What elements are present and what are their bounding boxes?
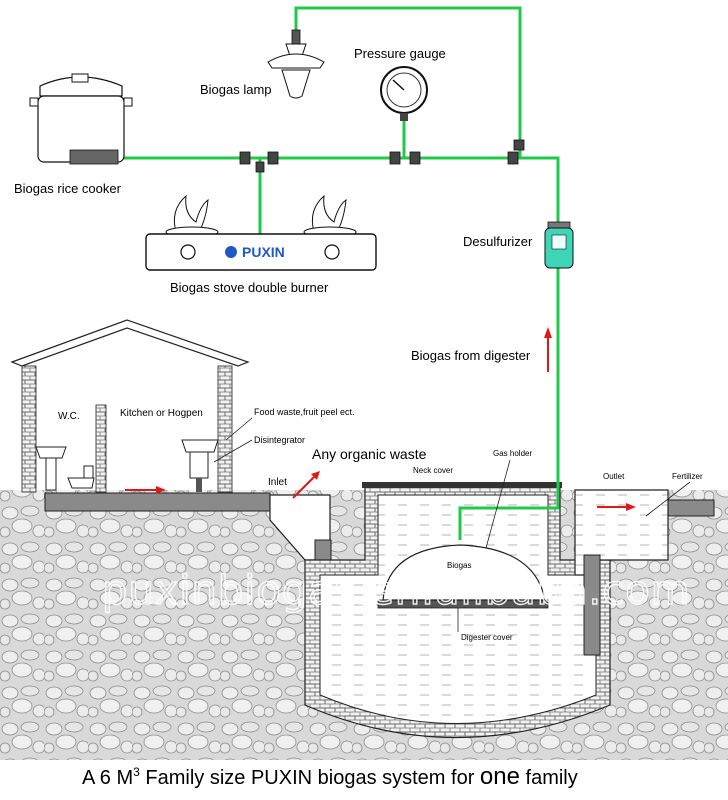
- caption-suffix: family: [520, 767, 578, 789]
- label-outlet: Outlet: [603, 472, 625, 481]
- outlet-pipe: [583, 554, 601, 656]
- flow-arrow-inlet: [292, 471, 320, 499]
- label-gas-holder: Gas holder: [493, 449, 532, 458]
- watermark-text: puxinbiogas.en.alibaba.com: [102, 568, 691, 614]
- double-burner-stove-icon: [145, 194, 377, 271]
- caption: A 6 M3 Family size PUXIN biogas system f…: [82, 763, 578, 790]
- label-pressure-gauge: Pressure gauge: [354, 46, 446, 61]
- pipe-fittings: [239, 139, 525, 173]
- label-neck-cover: Neck cover: [413, 466, 453, 475]
- neck-cover-slab: [362, 482, 562, 488]
- label-wc: W.C.: [58, 411, 80, 422]
- flow-arrow-outlet: [597, 503, 636, 511]
- label-inlet: Inlet: [268, 477, 287, 488]
- label-kitchen: Kitchen or Hogpen: [120, 408, 203, 419]
- caption-prefix: A 6 M: [82, 767, 133, 789]
- sink-icon: [35, 446, 67, 491]
- label-stove: Biogas stove double burner: [170, 280, 329, 295]
- label-biogas: Biogas: [447, 561, 471, 570]
- desulfurizer-icon: [544, 221, 574, 269]
- pressure-gauge-icon: [380, 66, 428, 121]
- leader-lines: [213, 417, 691, 632]
- toilet-icon: [67, 465, 95, 489]
- stove-brand-label: PUXIN: [242, 244, 285, 260]
- label-fertilizer: Fertilizer: [672, 472, 703, 481]
- ground-slab: [44, 492, 271, 512]
- label-disintegrator: Disintegrator: [254, 435, 305, 445]
- rice-cooker-icon: [29, 73, 133, 165]
- caption-middle: Family size PUXIN biogas system for: [140, 767, 480, 789]
- caption-superscript: 3: [133, 765, 140, 779]
- label-food-waste: Food waste,fruit peel ect.: [254, 407, 355, 417]
- caption-emphasis: one: [480, 763, 520, 790]
- label-rice-cooker: Biogas rice cooker: [14, 181, 122, 196]
- outlet-ground-slab: [663, 499, 715, 517]
- label-biogas-from-digester: Biogas from digester: [411, 348, 531, 363]
- label-biogas-lamp: Biogas lamp: [200, 82, 272, 97]
- house-icon: [10, 319, 250, 493]
- gas-holder-dome: [382, 544, 546, 601]
- label-digester-cover: Digester cover: [461, 633, 513, 642]
- hanging-lamp-icon: [267, 29, 325, 99]
- label-desulfurizer: Desulfurizer: [463, 234, 533, 249]
- flow-arrow-house: [125, 486, 166, 494]
- label-organic-waste: Any organic waste: [312, 446, 427, 462]
- flow-arrow-biogas-up: [544, 327, 552, 372]
- disintegrator-icon: [181, 439, 219, 492]
